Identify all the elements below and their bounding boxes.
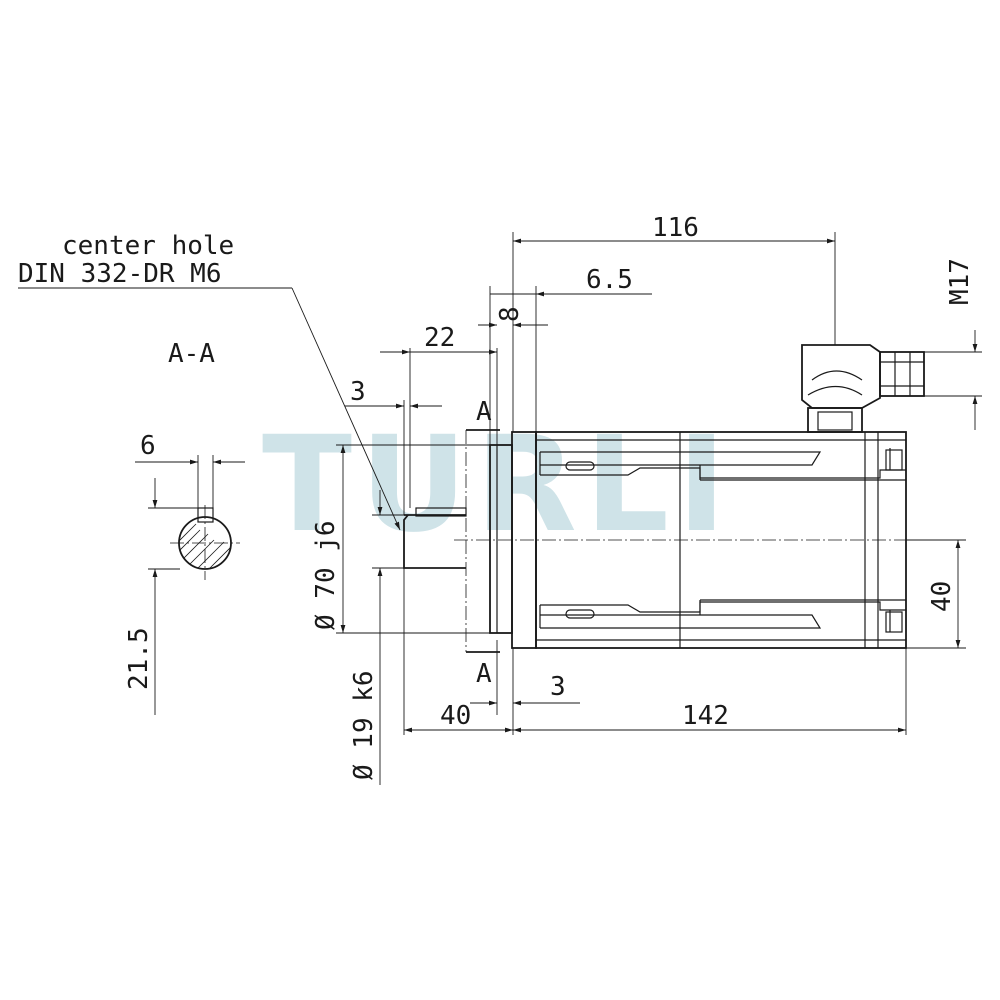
dim-connector-offset: 116	[652, 213, 699, 243]
section-mark-bottom: A	[476, 659, 492, 689]
dim-key-offset: 3	[350, 377, 366, 407]
dim-flange-half: 40	[927, 581, 957, 612]
shaft-section-hatching	[179, 523, 231, 569]
dim-body-length: 142	[682, 701, 729, 731]
dim-key-width: 6	[140, 431, 156, 461]
dim-spigot-depth: 3	[550, 672, 566, 702]
dim-thread: M17	[945, 258, 975, 305]
dim-key-length: 22	[424, 323, 455, 353]
shaft-key	[415, 507, 467, 517]
shaft-section-view	[170, 505, 240, 580]
watermark-text: TURLI	[262, 408, 734, 562]
dim-flange-thickness: 8	[495, 306, 525, 322]
shaft	[403, 507, 467, 569]
section-title: A-A	[168, 339, 215, 369]
dim-key-height: 21.5	[124, 627, 154, 690]
note-line-1: center hole	[62, 231, 234, 261]
dim-shaft-diameter: Ø 19 k6	[349, 670, 379, 780]
dim-pilot-diameter: Ø 70 j6	[311, 520, 341, 630]
connector	[801, 344, 925, 433]
dim-flange-step: 6.5	[586, 265, 633, 295]
note-leader	[291, 287, 401, 531]
section-mark-top: A	[476, 397, 492, 427]
key-outline	[197, 507, 214, 523]
note-line-2: DIN 332-DR M6	[18, 259, 222, 289]
dim-shaft-length: 40	[440, 701, 471, 731]
